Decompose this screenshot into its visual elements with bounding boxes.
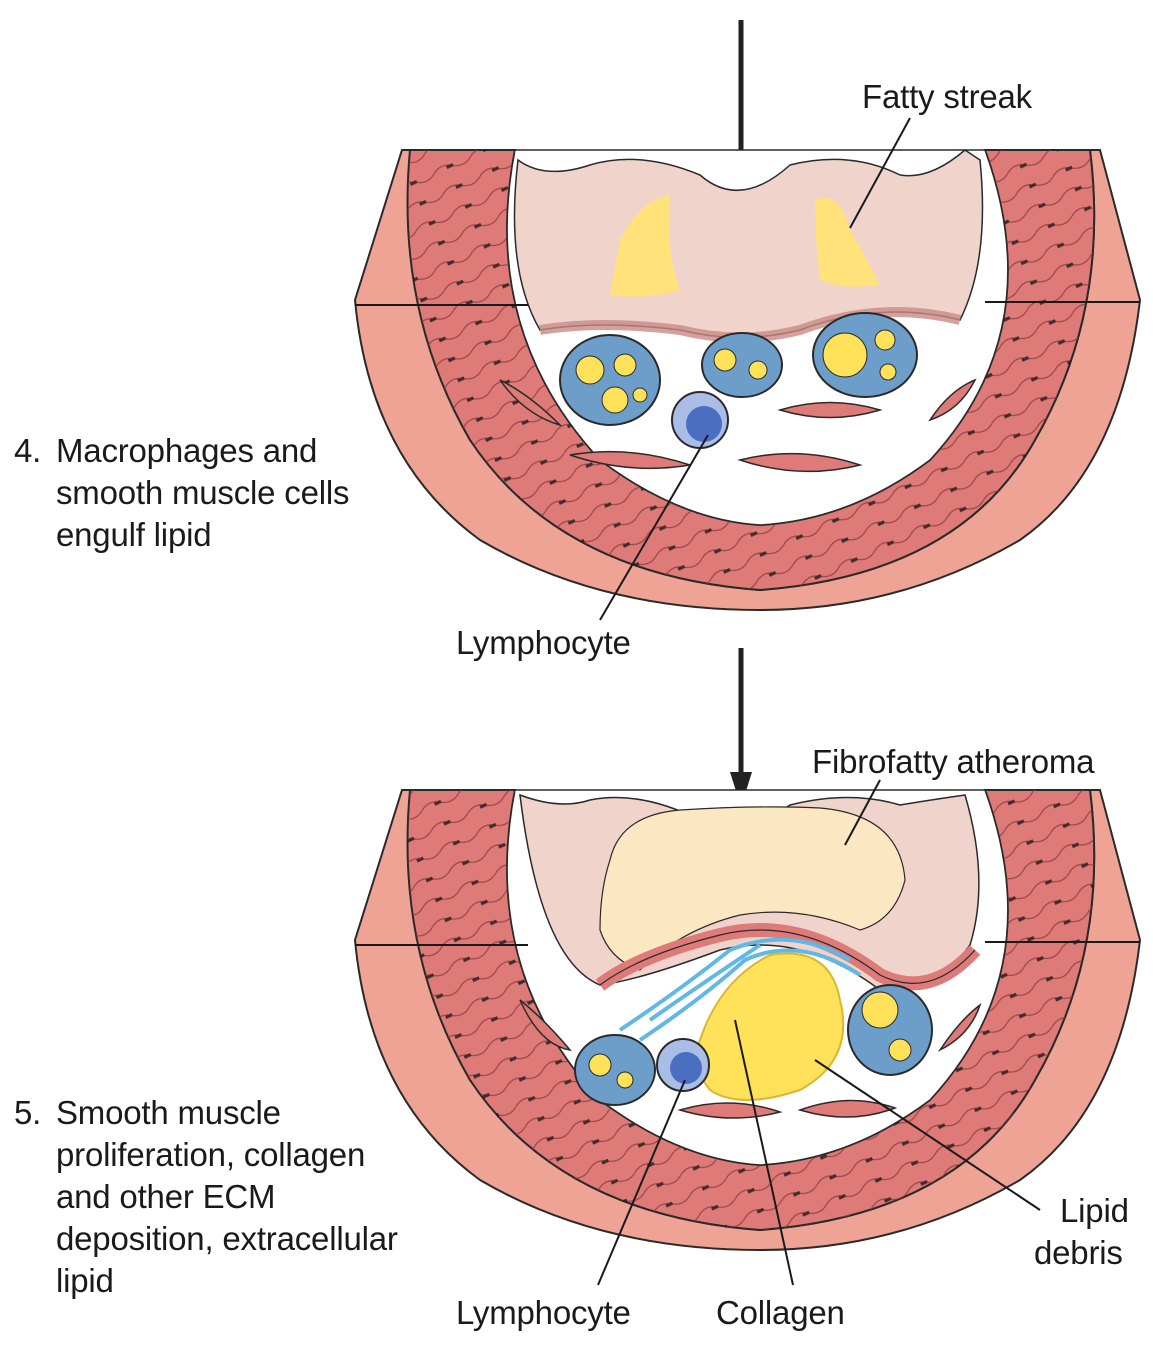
fatty-streak-label: Fatty streak — [862, 76, 1032, 118]
stage5-caption-number: 5. — [14, 1092, 56, 1134]
stage4-caption-line: engulf lipid — [14, 514, 349, 556]
fibrofatty-atheroma-label: Fibrofatty atheroma — [812, 741, 1094, 783]
stage5-macrophage-right — [848, 985, 932, 1075]
stage4-lymphocyte-cell — [672, 392, 728, 448]
stage5-caption: 5.Smooth muscle proliferation, collagen … — [14, 1092, 398, 1302]
stage5-caption-line: lipid — [14, 1260, 398, 1302]
stage5-vessel — [355, 790, 1140, 1250]
stage5-macrophage-left — [575, 1035, 655, 1105]
collagen-label: Collagen — [716, 1292, 845, 1334]
arrow-middle — [730, 648, 752, 807]
stage4-caption: 4.Macrophages and smooth muscle cells en… — [14, 430, 349, 556]
stage4-macrophage-3 — [813, 313, 917, 397]
stage4-caption-number: 4. — [14, 430, 56, 472]
stage5-caption-line: proliferation, collagen — [14, 1134, 398, 1176]
lipid-debris-label-line2: debris — [1034, 1232, 1123, 1274]
stage5-caption-line: Smooth muscle — [56, 1094, 281, 1131]
stage4-vessel — [355, 150, 1140, 610]
stage4-caption-line: smooth muscle cells — [14, 472, 349, 514]
stage4-macrophage-1 — [560, 335, 660, 425]
stage4-macrophage-2 — [702, 333, 782, 397]
stage5-lymphocyte-label: Lymphocyte — [456, 1292, 631, 1334]
lipid-debris-label-line1: Lipid — [1060, 1190, 1129, 1232]
stage4-lymphocyte-label: Lymphocyte — [456, 622, 631, 664]
stage5-caption-line: deposition, extracellular — [14, 1218, 398, 1260]
stage5-caption-line: and other ECM — [14, 1176, 398, 1218]
stage4-caption-line: Macrophages and — [56, 432, 317, 469]
